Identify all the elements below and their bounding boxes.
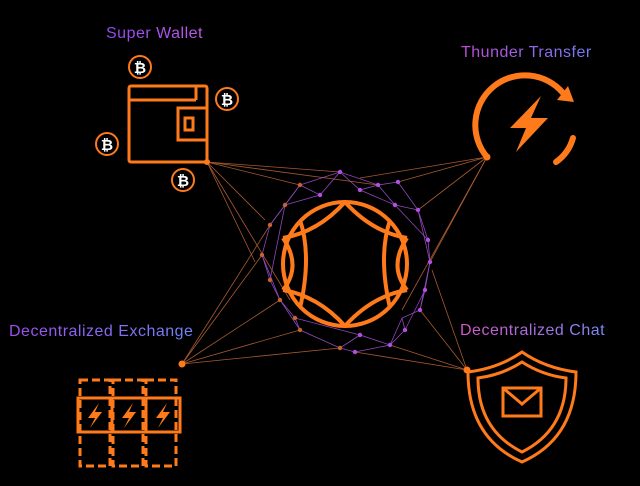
exchange-icon	[78, 378, 178, 468]
svg-text:₿: ₿	[134, 60, 146, 77]
globe-mesh-nodes-orange	[259, 182, 343, 351]
exchange-cards	[76, 396, 182, 434]
chat-node	[463, 366, 471, 374]
svg-text:₿: ₿	[101, 137, 113, 154]
bitcoin-icon: ₿	[171, 168, 195, 192]
thunder-node	[483, 153, 491, 161]
decentralized-chat-label: Decentralized Chat	[460, 322, 606, 339]
bitcoin-icon: ₿	[215, 87, 239, 111]
thunder-transfer-label: Thunder Transfer	[461, 44, 592, 61]
bitcoin-icon: ₿	[128, 55, 152, 79]
decentralized-exchange-label: Decentralized Exchange	[9, 323, 194, 340]
wallet-node	[204, 159, 210, 165]
shield-mail-icon	[466, 350, 578, 464]
globe-mesh-nodes	[317, 169, 433, 355]
bitcoin-icon: ₿	[95, 132, 119, 156]
super-wallet-label: Super Wallet	[106, 25, 203, 42]
wallet-icon	[127, 84, 209, 164]
thunder-icon	[472, 72, 576, 165]
network-lines	[181, 156, 488, 371]
svg-text:₿: ₿	[177, 173, 189, 190]
svg-text:₿: ₿	[221, 92, 233, 109]
exchange-node	[178, 360, 186, 368]
network-globe-icon	[281, 200, 409, 328]
